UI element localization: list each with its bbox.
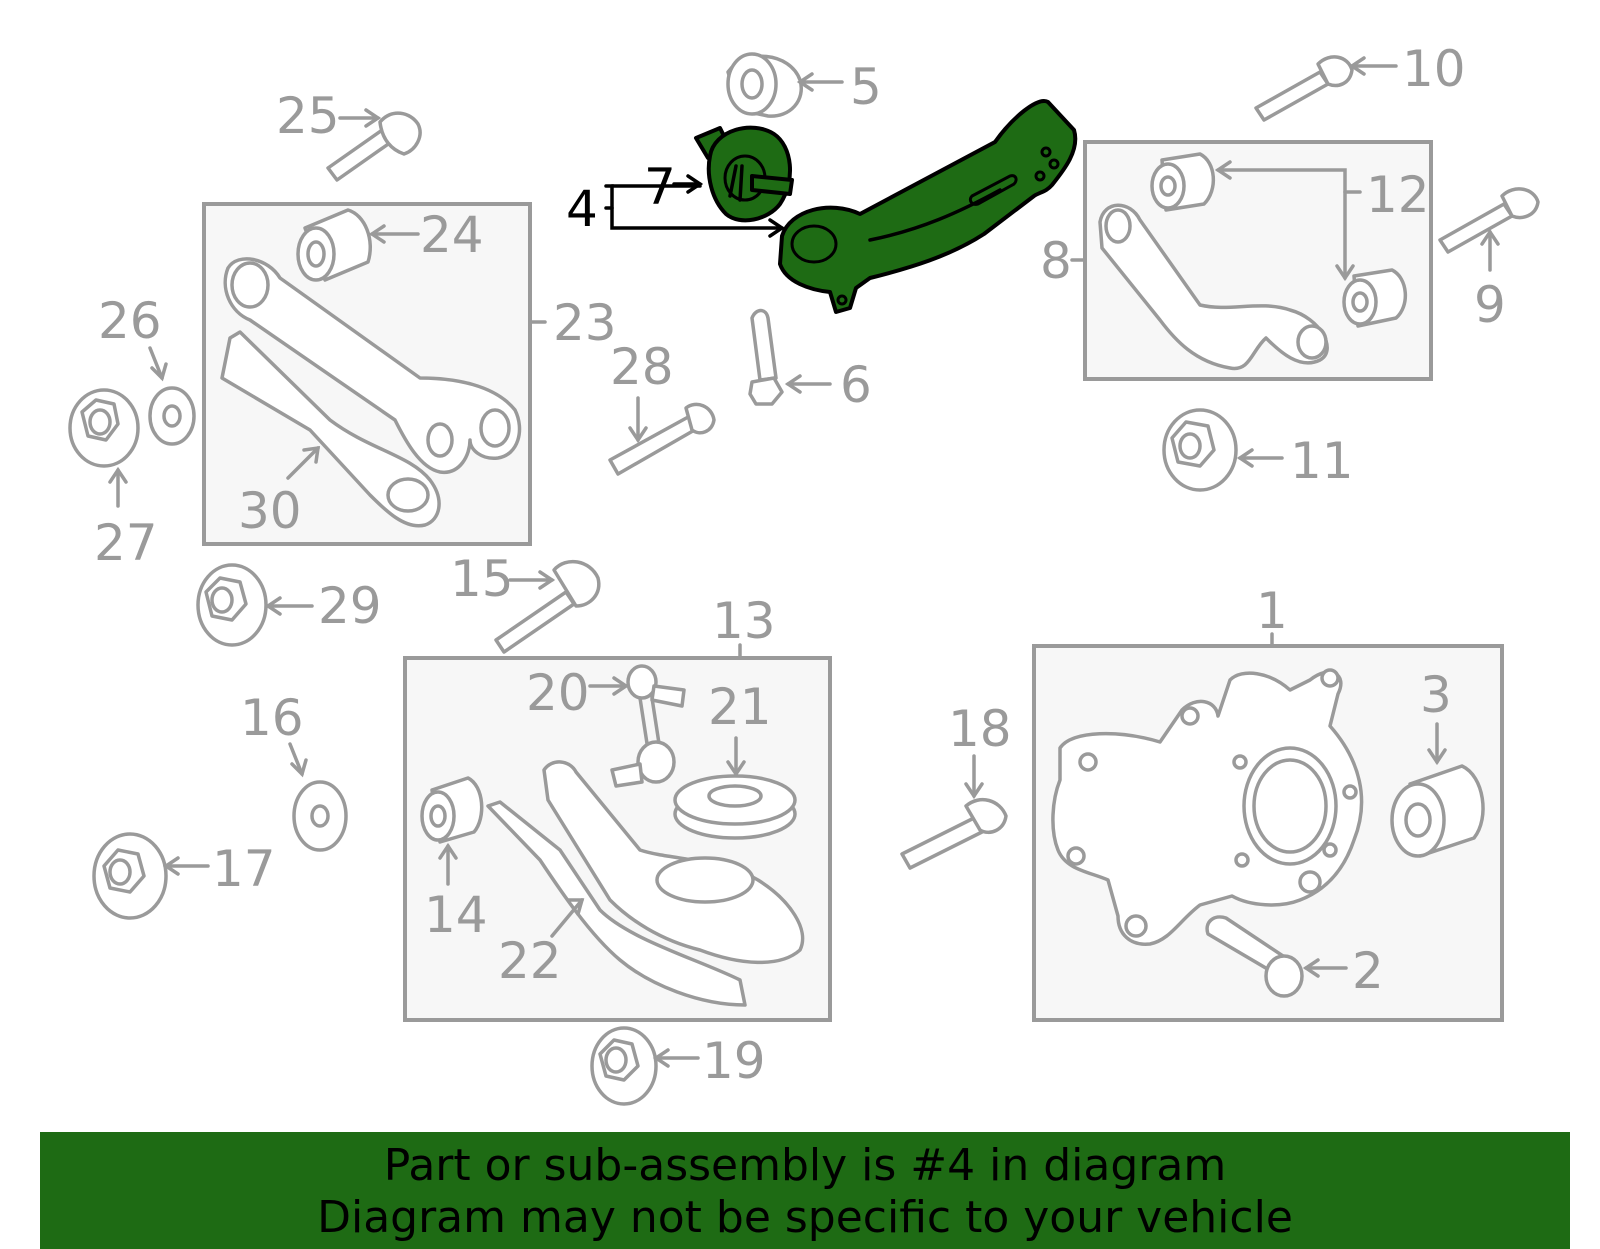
callout-4: 4 — [566, 180, 598, 238]
trailing-arm-4 — [778, 99, 1078, 314]
bolt-9 — [1438, 187, 1540, 254]
bushing-3 — [1390, 764, 1485, 858]
callout-9: 9 — [1474, 276, 1506, 334]
callout-17: 17 — [212, 840, 276, 898]
callout-16: 16 — [240, 689, 304, 747]
bushing-14 — [420, 776, 484, 844]
callout-15: 15 — [450, 550, 514, 608]
bushing-12-lower — [1342, 268, 1408, 328]
callout-29: 29 — [318, 577, 382, 635]
callout-14: 14 — [424, 886, 488, 944]
bushing-5 — [726, 52, 803, 118]
callout-1: 1 — [1256, 582, 1288, 640]
nut-27 — [68, 388, 140, 468]
callout-27: 27 — [94, 514, 158, 572]
washer-16 — [292, 780, 348, 852]
bushing-24 — [296, 208, 373, 282]
callout-24: 24 — [420, 206, 484, 264]
callout-3: 3 — [1420, 666, 1452, 724]
assembly-box-23: 23 24 30 — [202, 202, 617, 546]
assembly-box-1: 1 3 2 — [1032, 582, 1504, 1022]
bolt-18 — [900, 797, 1008, 870]
callout-10: 10 — [1402, 40, 1466, 98]
bolt-2 — [1205, 915, 1304, 998]
callout-21: 21 — [708, 678, 772, 736]
assembly-box-13: 13 20 21 14 — [403, 592, 832, 1022]
info-banner: Part or sub-assembly is #4 in diagram Di… — [40, 1132, 1570, 1249]
nut-11 — [1162, 408, 1238, 492]
callout-18: 18 — [948, 700, 1012, 758]
control-arm-30 — [220, 330, 441, 528]
control-arm-8 — [1098, 203, 1329, 371]
nut-17 — [92, 832, 168, 920]
callout-13: 13 — [712, 592, 776, 650]
callout-25: 25 — [276, 87, 340, 145]
banner-line-2: Diagram may not be specific to your vehi… — [317, 1192, 1293, 1243]
banner-line-1: Part or sub-assembly is #4 in diagram — [383, 1140, 1227, 1191]
nut-29 — [196, 563, 268, 647]
assembly-box-8: 8 12 — [1040, 140, 1433, 381]
callout-26: 26 — [98, 292, 162, 350]
callout-2: 2 — [1352, 942, 1384, 1000]
washer-26 — [148, 386, 196, 446]
callout-20: 20 — [526, 664, 590, 722]
callout-19: 19 — [702, 1032, 766, 1090]
callout-12: 12 — [1366, 166, 1430, 224]
stabilizer-link-20 — [610, 664, 686, 788]
bushing-7 — [694, 125, 794, 223]
bolt-15 — [494, 559, 601, 654]
callout-28: 28 — [610, 338, 674, 396]
spring-seat-21 — [673, 774, 797, 840]
bolt-10 — [1254, 55, 1354, 122]
callout-8: 8 — [1040, 232, 1072, 290]
callout-11: 11 — [1290, 432, 1354, 490]
control-arm-23 — [223, 257, 522, 474]
nut-19 — [590, 1026, 658, 1106]
callout-5: 5 — [850, 58, 882, 116]
bushing-12-upper — [1150, 152, 1216, 212]
callout-6: 6 — [840, 356, 872, 414]
bolt-28 — [608, 402, 716, 476]
callout-22: 22 — [498, 932, 562, 990]
knuckle-1 — [1051, 670, 1364, 946]
bolt-25 — [326, 111, 422, 182]
bolt-6 — [748, 308, 784, 406]
callout-30: 30 — [238, 482, 302, 540]
callout-23: 23 — [553, 294, 617, 352]
lower-arm-22-base — [486, 800, 747, 1007]
